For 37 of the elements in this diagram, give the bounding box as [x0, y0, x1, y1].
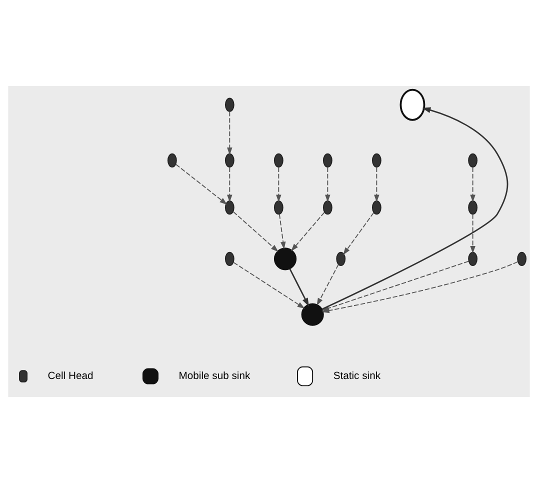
node-circle [468, 251, 478, 266]
node-circle [336, 251, 346, 266]
arrow [343, 212, 374, 254]
arrow [316, 263, 339, 306]
arrow [291, 211, 325, 251]
arrow [175, 163, 228, 204]
legend-label: Mobile sub sink [178, 370, 250, 382]
node-circle [274, 200, 284, 214]
node-circle [274, 152, 284, 168]
node-circle [468, 200, 478, 214]
arrow [374, 166, 380, 202]
arrow [233, 262, 305, 308]
arrow [470, 213, 476, 253]
node-circle [167, 152, 177, 168]
legend-label: Cell Head [48, 370, 94, 382]
arrow [276, 166, 282, 202]
node-circle [517, 251, 527, 266]
node-circle [224, 200, 234, 214]
arrow [232, 210, 278, 252]
node-circle [224, 251, 234, 266]
node-circle [322, 200, 332, 214]
legend-label: Static sink [333, 370, 381, 382]
arrow [325, 166, 330, 202]
arrow [227, 110, 232, 155]
node-circle [372, 200, 382, 214]
arrow [289, 268, 309, 306]
node-circle [468, 152, 478, 168]
node-circle [400, 88, 426, 120]
arrow [470, 166, 476, 202]
node-circle [224, 97, 234, 112]
arrow [227, 166, 232, 202]
arrow [278, 213, 286, 249]
node-circle [322, 152, 332, 168]
node-circle [372, 152, 382, 168]
node-circle [301, 302, 324, 326]
node-circle [274, 247, 297, 270]
node-circle [224, 152, 234, 168]
